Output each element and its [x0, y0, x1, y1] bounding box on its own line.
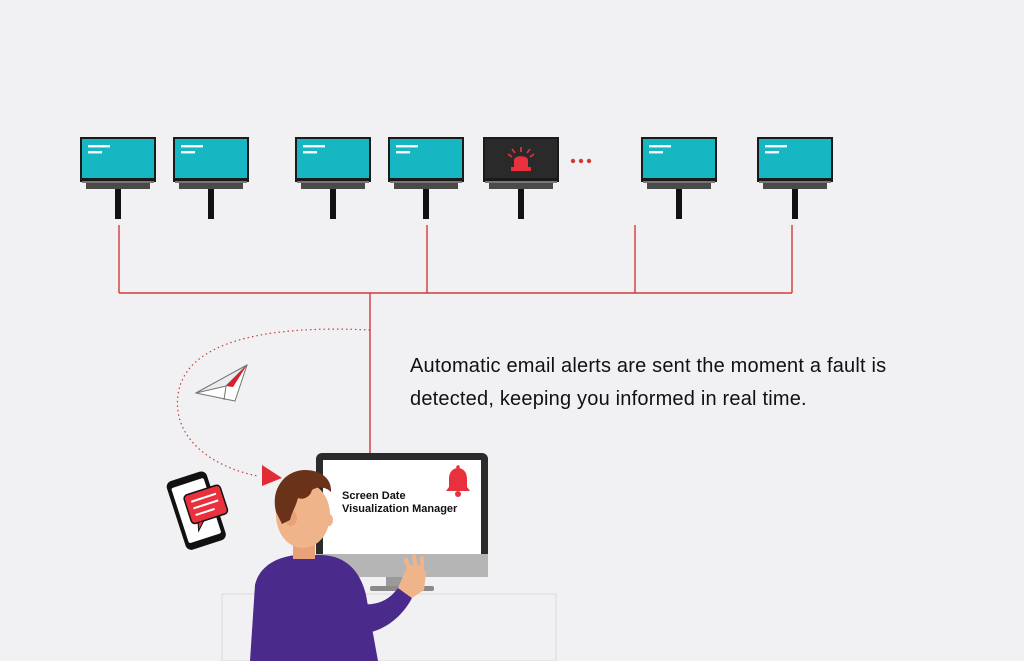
- connection-lines: [118, 225, 793, 455]
- alert-caption: Automatic email alerts are sent the mome…: [410, 350, 990, 416]
- email-flow-arrow: [176, 328, 371, 477]
- monitor-screen-line-2: Visualization Manager: [342, 503, 458, 515]
- billboard-icon: [173, 137, 249, 219]
- siren-icon: [507, 147, 535, 171]
- monitor-screen-line-1: Screen Date: [342, 490, 406, 502]
- bell-icon: [446, 465, 470, 497]
- billboard-icon: [295, 137, 371, 219]
- person-icon: [250, 470, 426, 661]
- phone-message-icon: [166, 471, 229, 550]
- paper-plane-icon: [194, 363, 248, 402]
- caption-line-1: Automatic email alerts are sent the mome…: [410, 355, 887, 377]
- billboard-icon: [641, 137, 717, 219]
- billboard-row: [80, 137, 833, 219]
- billboard-icon: [483, 137, 559, 219]
- billboard-icon: [388, 137, 464, 219]
- more-dots: [570, 158, 592, 164]
- arrow-head-icon: [262, 465, 282, 486]
- billboard-icon: [757, 137, 833, 219]
- desk-outline: [221, 593, 557, 661]
- caption-line-2: detected, keeping you informed in real t…: [410, 388, 807, 410]
- billboard-icon: [80, 137, 156, 219]
- monitor-screen-text: Screen Date Visualization Manager: [342, 490, 482, 516]
